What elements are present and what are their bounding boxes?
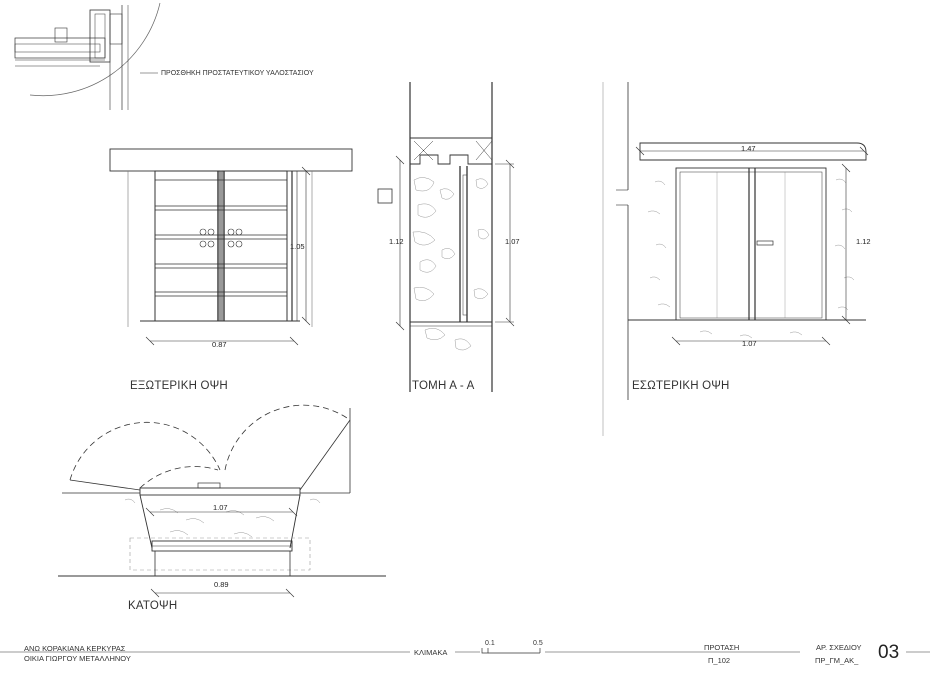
title-block-drawing-number: 03 bbox=[878, 642, 900, 663]
scale-tick-1: 0.1 bbox=[485, 640, 495, 647]
exterior-dim-width: 0.87 bbox=[212, 340, 227, 349]
title-block-lines bbox=[0, 648, 930, 654]
plan-dim-inner: 1.07 bbox=[213, 503, 228, 512]
interior-view-title: ΕΣΩΤΕΡΙΚΗ ΟΨΗ bbox=[632, 380, 730, 392]
title-block-scale-label: ΚΛΙΜΑΚΑ bbox=[414, 648, 448, 657]
title-block-location: ΑΝΩ ΚΟΡΑΚΙΑΝΑ ΚΕΡΚΥΡΑΣ bbox=[24, 644, 126, 653]
exterior-elevation bbox=[109, 148, 353, 346]
section-view-title: ΤΟΜΗ Α - Α bbox=[412, 380, 475, 392]
plan-dim-outer: 0.89 bbox=[214, 580, 229, 589]
title-block-proposal-label: ΠΡΟΤΑΣΗ bbox=[704, 643, 740, 652]
exterior-dim-height: 1.05 bbox=[290, 242, 305, 251]
detail-caption: ΠΡΟΣΘΗΚΗ ΠΡΟΣΤΑΤΕΥΤΙΚΟΥ ΥΑΛΟΣΤΑΣΙΟΥ bbox=[161, 70, 314, 77]
title-block-drawing-code: ΠΡ_ΓΜ_ΑΚ_ bbox=[815, 656, 859, 665]
interior-dim-bottom: 1.07 bbox=[742, 339, 757, 348]
exterior-view-title: ΕΞΩΤΕΡΙΚΗ ΟΨΗ bbox=[130, 380, 228, 392]
title-block-owner: ΟΙΚΙΑ ΓΙΩΡΓΟΥ ΜΕΤΑΛΛΗΝΟΥ bbox=[24, 654, 131, 663]
title-block-drawing-no-label: ΑΡ. ΣΧΕΔΙΟΥ bbox=[816, 643, 862, 652]
interior-elevation bbox=[602, 82, 869, 436]
title-block-proposal-value: Π_102 bbox=[708, 656, 731, 665]
section-dim-right: 1.07 bbox=[505, 237, 520, 246]
scale-tick-2: 0.5 bbox=[533, 640, 543, 647]
detail-circle bbox=[14, 2, 161, 110]
section-dim-left: 1.12 bbox=[389, 237, 404, 246]
plan-view bbox=[58, 404, 386, 598]
interior-dim-height: 1.12 bbox=[856, 237, 871, 246]
section-aa bbox=[377, 82, 515, 392]
interior-dim-top: 1.47 bbox=[741, 144, 756, 153]
plan-view-title: ΚΑΤΟΨΗ bbox=[128, 600, 178, 612]
